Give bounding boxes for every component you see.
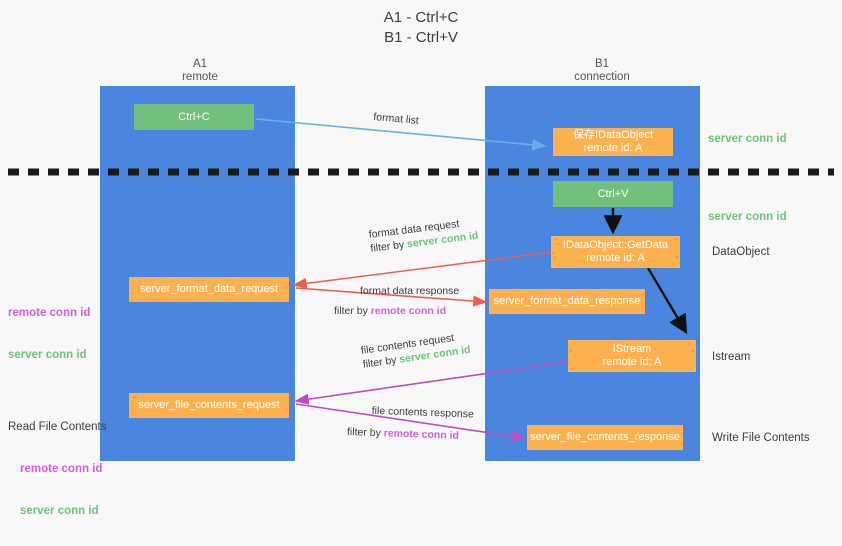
box-server-format-data-request-label: server_format_data_request	[139, 283, 279, 295]
annotation-read-remote-conn-id: remote conn id	[20, 463, 103, 475]
filter-value-remote-conn-id: remote conn id	[383, 427, 460, 442]
filter-prefix: filter by	[362, 353, 401, 371]
label-format-data-response-line1: format data response	[360, 285, 460, 297]
label-format-list: format list	[373, 110, 420, 128]
column-header-a1: A1 remote	[110, 58, 290, 84]
label-file-contents-response: file contents response filter by remote …	[347, 403, 474, 443]
box-istream-line2: remote id: A	[602, 356, 662, 368]
box-server-file-contents-response[interactable]: server_file_contents_response	[527, 425, 683, 450]
column-b1-name: B1	[594, 58, 610, 70]
box-istream-line1: IStream	[612, 343, 652, 355]
filter-prefix: filter by	[346, 425, 384, 440]
box-save-dataobject-line2: remote id: A	[583, 142, 643, 154]
filter-prefix: filter by	[334, 305, 371, 317]
box-getdata-line2: remote id: A	[586, 252, 645, 264]
box-server-file-contents-request[interactable]: server_file_contents_request	[129, 393, 289, 418]
title-line-1: A1 - Ctrl+C	[383, 9, 459, 26]
label-file-contents-request: file contents request filter by server c…	[360, 329, 471, 372]
annotation-istream: Istream	[712, 351, 751, 363]
label-format-data-response: format data response filter by remote co…	[334, 284, 459, 318]
annotation-server-conn-id-top: server conn id	[708, 133, 787, 145]
annotation-write-file-contents: Write File Contents	[712, 432, 810, 444]
filter-prefix: filter by	[369, 238, 408, 255]
annotation-read-server-conn-id: server conn id	[20, 505, 99, 517]
title-line-2: B1 - Ctrl+V	[384, 29, 458, 46]
diagram-canvas: A1 - Ctrl+C B1 - Ctrl+V A1 remote B1 con…	[0, 8, 842, 517]
box-save-dataobject-line1: 保存IDataObject	[572, 129, 654, 141]
box-istream[interactable]: IStream remote id: A	[568, 340, 696, 372]
box-ctrl-v[interactable]: Ctrl+V	[553, 181, 673, 207]
box-save-dataobject[interactable]: 保存IDataObject remote id: A	[553, 128, 673, 156]
box-server-format-data-response-label: server_format_data_response	[493, 295, 641, 307]
box-server-format-data-response[interactable]: server_format_data_response	[489, 289, 645, 314]
page-title: A1 - Ctrl+C B1 - Ctrl+V	[0, 8, 842, 48]
box-getdata[interactable]: IDataObject::GetData remote id: A	[551, 236, 680, 268]
annotation-read-file-contents-title: Read File Contents	[8, 421, 107, 433]
label-format-list-text: format list	[372, 110, 420, 127]
box-ctrl-v-label: Ctrl+V	[597, 187, 629, 200]
label-format-data-request: format data request filter by server con…	[368, 215, 479, 256]
annotation-server-conn-id-mid: server conn id	[708, 211, 787, 223]
column-header-b1: B1 connection	[512, 58, 692, 84]
box-getdata-line1: IDataObject::GetData	[562, 239, 669, 251]
column-a1-name: A1	[192, 58, 208, 70]
label-file-contents-response-filter: filter by remote conn id	[347, 417, 474, 443]
column-a1-role: remote	[182, 71, 218, 83]
filter-value-remote-conn-id: remote conn id	[370, 305, 447, 317]
box-ctrl-c-label: Ctrl+C	[178, 110, 210, 123]
annotation-read-file-contents: Read File Contents remote conn id server…	[8, 392, 106, 546]
annotation-dataobject: DataObject	[712, 246, 770, 258]
annotation-format-conn-ids: remote conn id server conn id	[8, 278, 90, 390]
annotation-format-remote-conn-id: remote conn id	[8, 307, 91, 319]
box-server-file-contents-response-label: server_file_contents_response	[530, 431, 680, 443]
label-format-data-response-filter: filter by remote conn id	[334, 298, 459, 318]
box-server-file-contents-request-label: server_file_contents_request	[138, 399, 280, 411]
annotation-format-server-conn-id: server conn id	[8, 349, 87, 361]
box-ctrl-c[interactable]: Ctrl+C	[134, 104, 254, 130]
box-server-format-data-request[interactable]: server_format_data_request	[129, 277, 289, 302]
column-b1-role: connection	[574, 71, 630, 83]
